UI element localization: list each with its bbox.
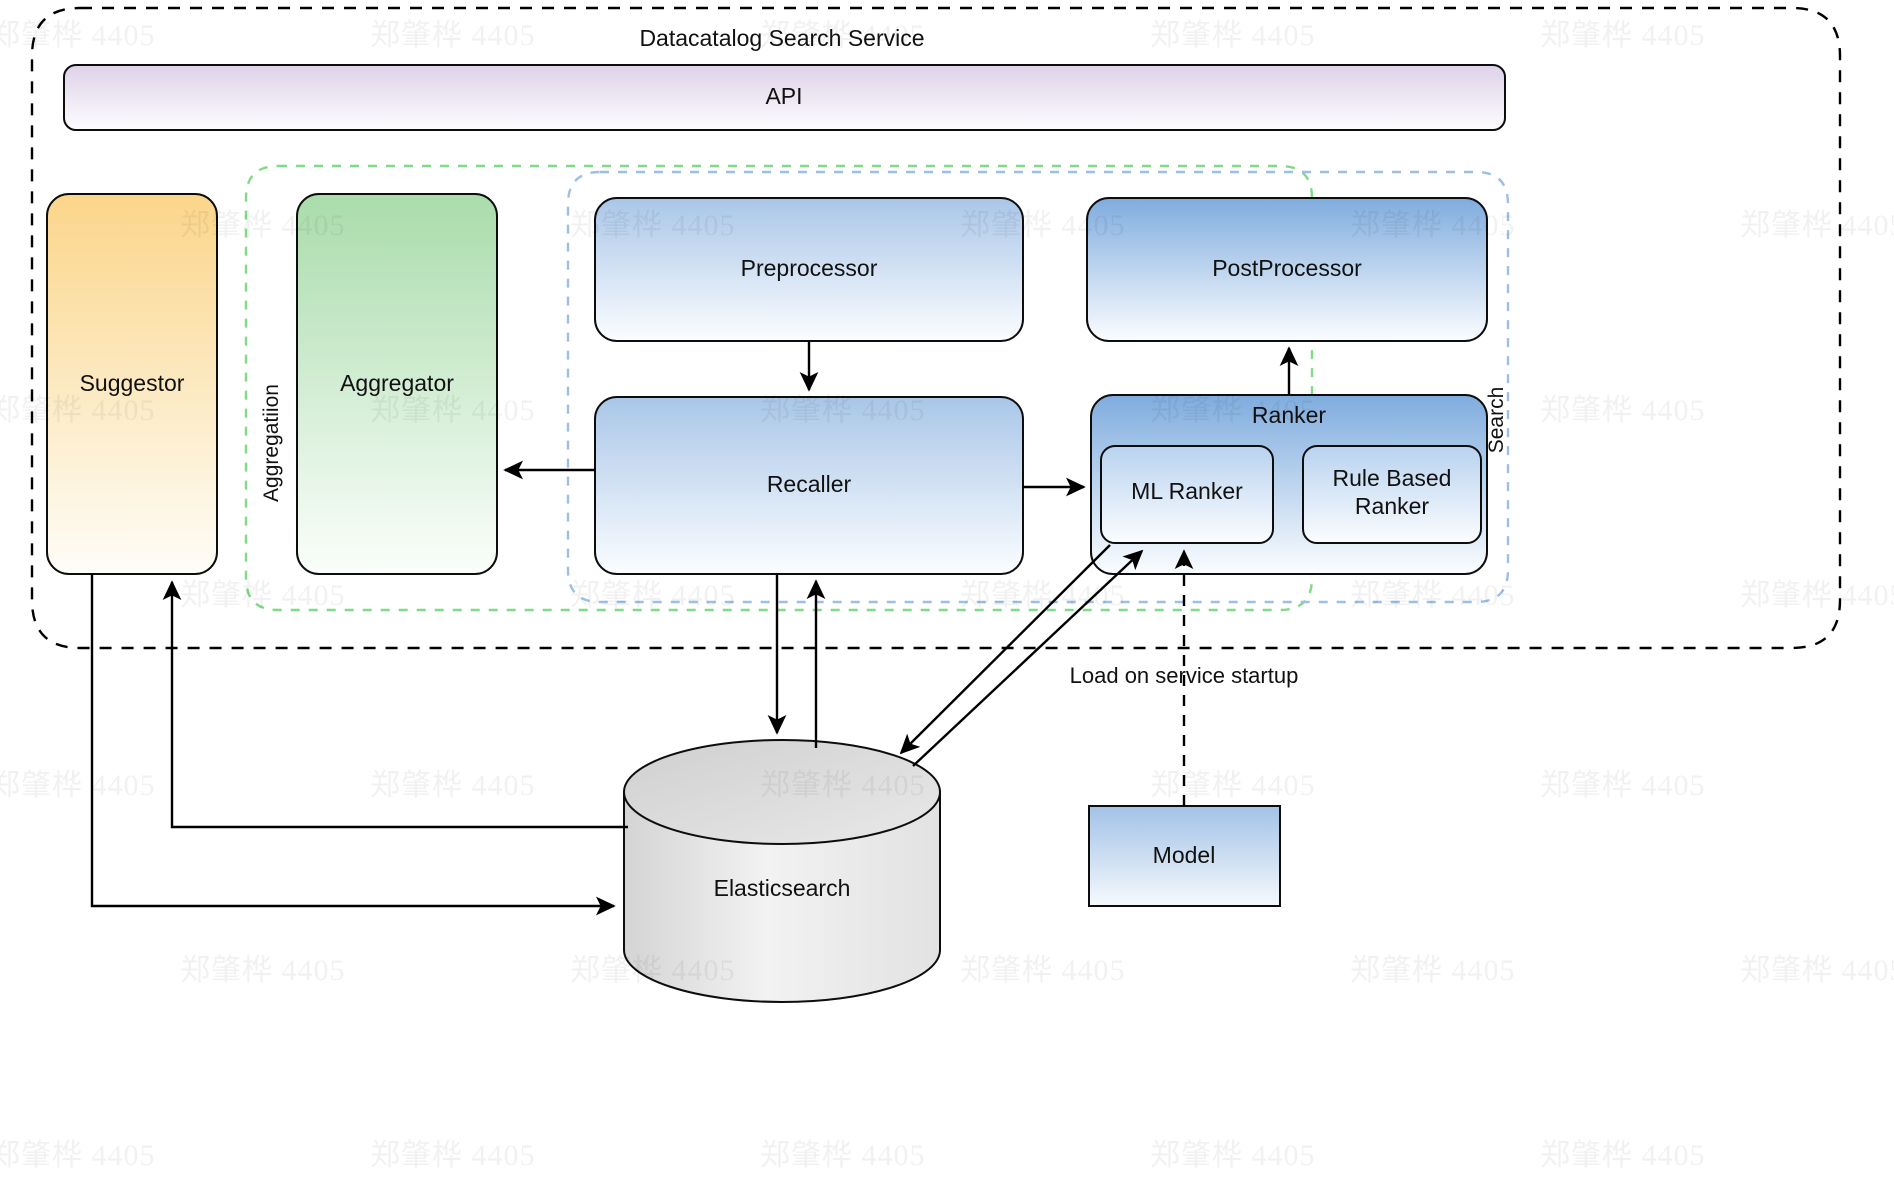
- node-preprocessor-label: Preprocessor: [741, 255, 878, 281]
- edge-elasticsearch-to-ml-ranker: [912, 549, 1144, 767]
- node-suggestor-label: Suggestor: [80, 370, 185, 396]
- node-model-box[interactable]: [1088, 805, 1281, 907]
- diagram-title: Datacatalog Search Service: [639, 25, 924, 51]
- elasticsearch-top: [623, 739, 941, 845]
- edge-elasticsearch-to-suggestor: [162, 580, 628, 829]
- group-search: [566, 170, 1510, 604]
- node-elasticsearch[interactable]: Elasticsearch: [623, 739, 941, 1003]
- elasticsearch-body: [623, 791, 941, 1003]
- node-api-label: API: [765, 83, 802, 109]
- node-recaller-label: Recaller: [767, 471, 852, 497]
- edge-ml-ranker-to-elasticsearch: [899, 544, 1111, 755]
- node-rule-based-ranker-label-2: Ranker: [1355, 493, 1429, 519]
- node-recaller-box[interactable]: [594, 396, 1024, 575]
- node-api-box[interactable]: [63, 64, 1506, 131]
- edge-label-load-on-startup: Load on service startup: [1070, 663, 1299, 688]
- edge-suggestor-to-elasticsearch: [90, 574, 616, 916]
- node-ml-ranker-box[interactable]: [1100, 445, 1274, 544]
- node-postprocessor-box[interactable]: [1086, 197, 1488, 342]
- node-elasticsearch-label: Elasticsearch: [714, 875, 851, 901]
- node-aggregator-box[interactable]: [296, 193, 498, 575]
- node-aggregator-label: Aggregator: [340, 370, 454, 396]
- node-rule-based-ranker-box[interactable]: [1302, 445, 1482, 544]
- group-aggregation-label: Aggregatiion: [260, 384, 283, 502]
- group-search-label: Search: [1485, 387, 1508, 454]
- node-model-label: Model: [1153, 842, 1216, 868]
- node-ranker-label: Ranker: [1252, 402, 1326, 428]
- node-suggestor-box[interactable]: [46, 193, 218, 575]
- node-rule-based-ranker-label: Rule Based: [1333, 465, 1452, 491]
- group-service-boundary: [30, 6, 1842, 650]
- node-ml-ranker-label: ML Ranker: [1131, 478, 1243, 504]
- node-postprocessor-label: PostProcessor: [1212, 255, 1362, 281]
